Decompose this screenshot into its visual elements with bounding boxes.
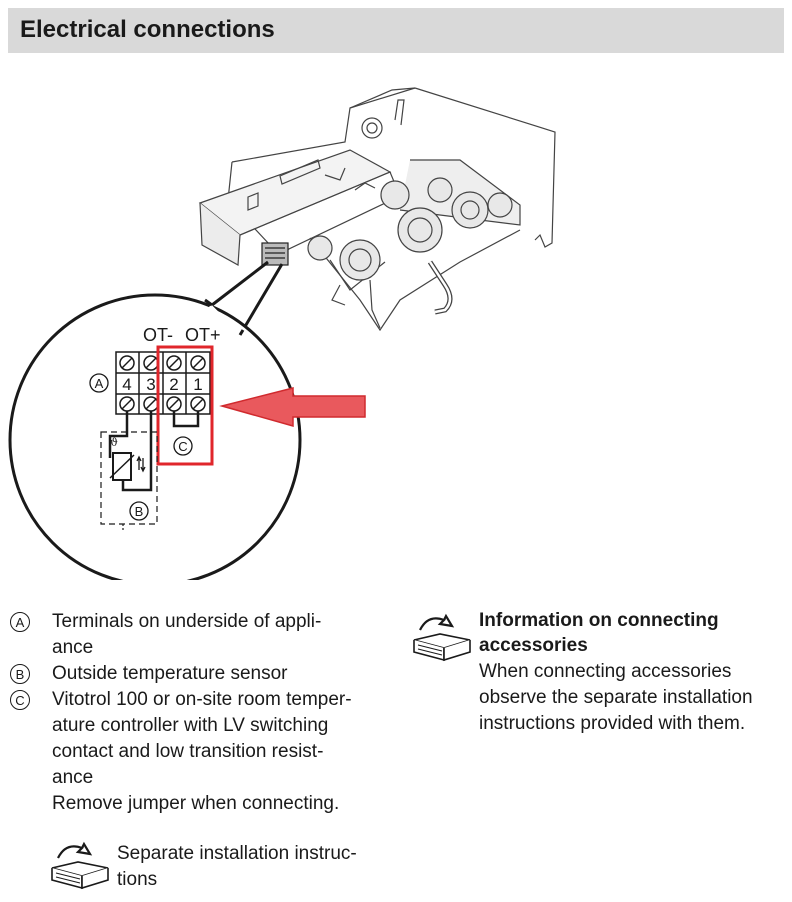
info-title: Information on connecting accessories xyxy=(479,608,779,658)
legend-item-a: A Terminals on underside of appli- ance xyxy=(10,609,390,661)
highlight-box xyxy=(156,345,214,466)
legend-text: Vitotrol 100 or on-site room temper- xyxy=(52,689,352,710)
page-title: Electrical connections xyxy=(20,16,275,43)
marker-a-circle: A xyxy=(10,612,30,632)
marker-b-circle: B xyxy=(10,664,30,684)
legend-text: Outside temperature sensor xyxy=(52,663,288,684)
legend-item-c: C Vitotrol 100 or on-site room temper- a… xyxy=(10,687,390,817)
legend-text: ance xyxy=(52,637,94,658)
info-body-line: When connecting accessories xyxy=(479,661,732,682)
legend-text: ance xyxy=(52,767,94,788)
marker-b xyxy=(129,501,149,521)
legend-text: contact and low transition resist- xyxy=(52,741,324,762)
legend: A Terminals on underside of appli- ance … xyxy=(10,609,390,817)
jumper-wire xyxy=(172,411,200,428)
terminal-4-label: 4 xyxy=(122,375,131,394)
sensor-symbol: ϑ xyxy=(110,436,118,449)
sensor-wire xyxy=(108,411,153,492)
terminal-2-label: 2 xyxy=(169,375,178,394)
terminal-3-label: 3 xyxy=(146,375,155,394)
wiring-diagram: OT- OT+ 4 3 2 1 A C ϑ B xyxy=(8,87,556,580)
marker-c xyxy=(173,436,193,456)
note-line: tions xyxy=(117,869,158,890)
legend-text: Remove jumper when connecting. xyxy=(52,793,340,814)
book-icon xyxy=(51,841,109,890)
installation-note-text: Separate installation instruc- tions xyxy=(117,841,397,893)
section-header: Electrical connections xyxy=(8,8,784,53)
sensor-box xyxy=(100,431,158,525)
info-title-line: accessories xyxy=(479,635,588,656)
marker-a-label: A xyxy=(95,376,104,391)
info-body: When connecting accessories observe the … xyxy=(479,659,789,737)
marker-b-label: B xyxy=(135,504,144,519)
appliance-illustration xyxy=(198,87,556,332)
callout-circle xyxy=(8,293,302,580)
legend-text: ature controller with LV switching xyxy=(52,715,329,736)
arrow-up-down-icon xyxy=(136,455,146,473)
ot-plus-label: OT+ xyxy=(185,325,221,345)
legend-text: Terminals on underside of appli- xyxy=(52,611,322,632)
ot-minus-label: OT- xyxy=(143,325,173,345)
marker-c-circle: C xyxy=(10,690,30,710)
terminal-1-label: 1 xyxy=(193,375,202,394)
info-title-line: Information on connecting xyxy=(479,610,719,631)
book-icon xyxy=(413,613,471,662)
note-line: Separate installation instruc- xyxy=(117,843,357,864)
info-body-line: observe the separate installation xyxy=(479,687,753,708)
highlight-arrow-icon xyxy=(219,387,366,427)
callout-pointer xyxy=(211,260,284,336)
marker-a xyxy=(89,373,109,393)
marker-c-label: C xyxy=(178,439,187,454)
info-body-line: instructions provided with them. xyxy=(479,713,746,734)
legend-item-b: B Outside temperature sensor xyxy=(10,661,390,687)
